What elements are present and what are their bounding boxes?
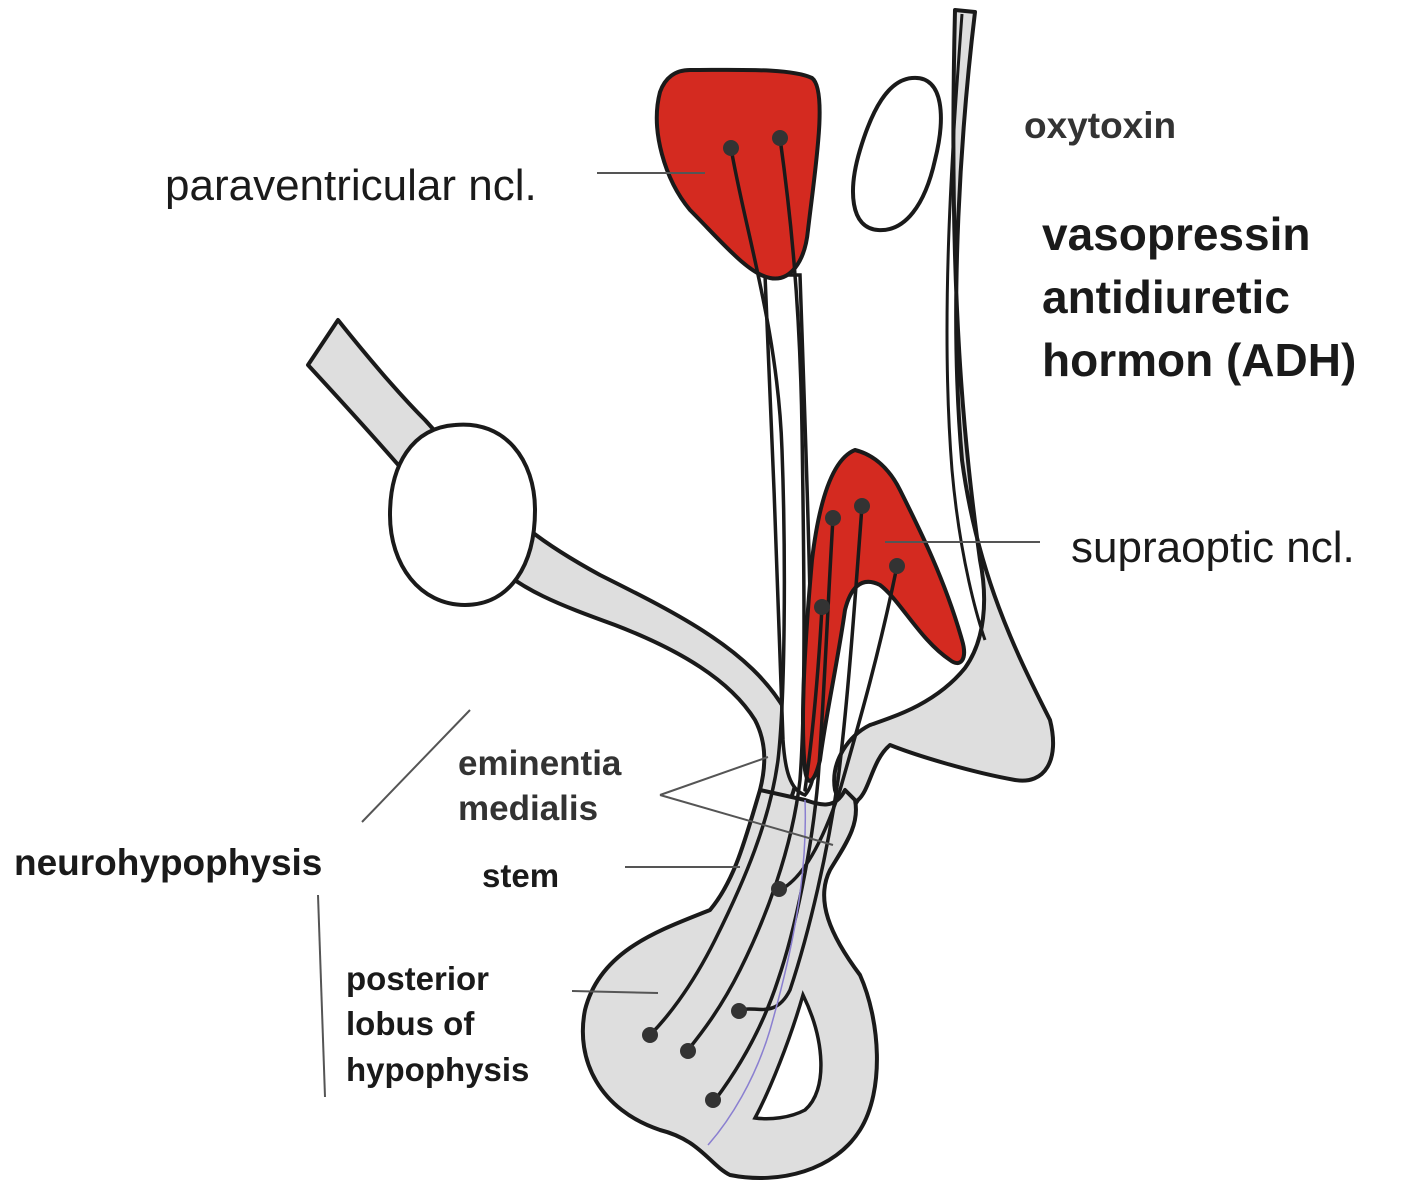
label-posterior: posterior [346,960,489,997]
axon-terminal [680,1043,696,1059]
neuron-soma [854,498,870,514]
label-lobus-of: lobus of [346,1005,475,1042]
leader-neurohypophysis-lower [318,895,325,1097]
neuron-soma [814,599,830,615]
posterior-lobe-body [583,790,877,1178]
neuron-soma [889,558,905,574]
neuron-soma [825,510,841,526]
optic-chiasm-oval [390,425,535,605]
axon-terminal [771,881,787,897]
upper-oval-structure [853,78,941,230]
axon-terminal [731,1003,747,1019]
label-paraventricular: paraventricular ncl. [165,161,537,210]
label-eminentia: eminentia [458,744,622,783]
optic-tract-left [308,320,797,800]
paraventricular-nucleus [657,70,820,279]
label-neurohypophysis: neurohypophysis [14,842,322,883]
axon-terminal [642,1027,658,1043]
leader-neurohypophysis-upper [362,710,470,822]
label-antidiuretic: antidiuretic [1042,271,1290,323]
axon-terminal [705,1092,721,1108]
neuron-soma [772,130,788,146]
label-hypophysis: hypophysis [346,1051,529,1088]
neuron-soma [723,140,739,156]
leader-eminentia-upper [660,757,768,795]
label-supraoptic: supraoptic ncl. [1071,523,1355,572]
label-stem: stem [482,857,559,894]
label-oxytoxin: oxytoxin [1024,105,1176,146]
label-medialis: medialis [458,789,598,828]
label-hormon-adh: hormon (ADH) [1042,334,1356,386]
label-vasopressin: vasopressin [1042,208,1310,260]
